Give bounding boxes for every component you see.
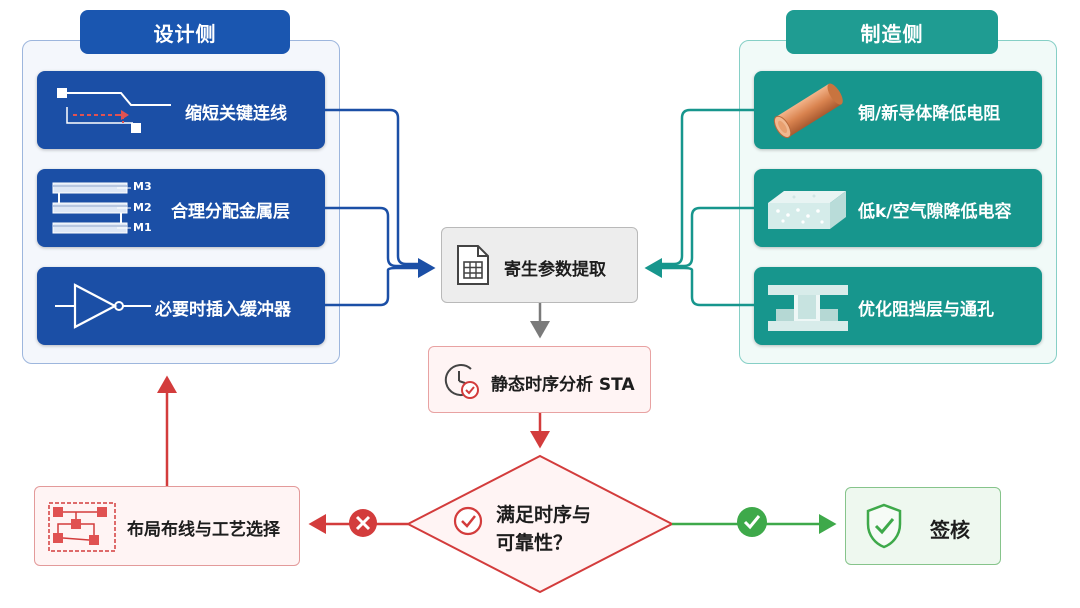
decision-line1: 满足时序与 [496, 504, 592, 526]
design-item-label: 必要时插入缓冲器 [155, 300, 291, 320]
mfg-card-low-k: 低k/空气隙降低电容 [754, 169, 1042, 247]
spreadsheet-icon [457, 245, 489, 285]
layer-label-m3: M3 [133, 180, 152, 193]
decision-line2: 可靠性？ [496, 532, 573, 554]
design-card-buffer: 必要时插入缓冲器 [37, 267, 325, 345]
pass-check-icon [737, 507, 767, 537]
layer-tick-lines [117, 187, 131, 229]
extraction-label: 寄生参数提取 [504, 260, 606, 280]
low-k-dielectric-icon [768, 191, 846, 229]
layer-label-m1: M1 [133, 221, 152, 234]
clock-check-icon [444, 364, 479, 399]
layer-label-m2: M2 [133, 201, 152, 214]
mfg-item-label: 优化阻挡层与通孔 [858, 300, 994, 320]
rework-node: 布局布线与工艺选择 [34, 486, 300, 566]
check-circle-icon [453, 506, 483, 536]
signoff-label: 签核 [930, 518, 970, 542]
sta-label: 静态时序分析 STA [491, 375, 635, 395]
mfg-card-copper: 铜/新导体降低电阻 [754, 71, 1042, 149]
decision-diamond [405, 454, 675, 594]
via-barrier-icon [768, 285, 848, 331]
mfg-card-via: 优化阻挡层与通孔 [754, 267, 1042, 345]
signoff-node: 签核 [845, 487, 1001, 565]
manufacturing-side-title: 制造侧 [786, 10, 998, 54]
mfg-item-label: 铜/新导体降低电阻 [858, 104, 1001, 124]
copper-wire-icon [773, 83, 843, 139]
mfg-item-label: 低k/空气隙降低电容 [858, 202, 1012, 222]
buffer-icon [55, 283, 151, 329]
design-side-title: 设计侧 [80, 10, 290, 54]
extraction-node: 寄生参数提取 [441, 227, 638, 303]
shield-check-icon [866, 503, 902, 549]
short-wire-icon [57, 88, 171, 133]
design-card-short-wire: 缩短关键连线 [37, 71, 325, 149]
metal-layers-icon [52, 182, 128, 234]
design-card-metal-layers: M3 M2 M1 合理分配金属层 [37, 169, 325, 247]
rework-label: 布局布线与工艺选择 [127, 520, 280, 540]
layout-routing-icon [48, 502, 116, 552]
design-item-label: 合理分配金属层 [171, 202, 290, 222]
design-item-label: 缩短关键连线 [185, 104, 287, 124]
fail-x-icon [349, 509, 377, 537]
design-connectors [325, 108, 436, 307]
sta-node: 静态时序分析 STA [428, 346, 651, 413]
manufacturing-connectors [644, 108, 754, 307]
